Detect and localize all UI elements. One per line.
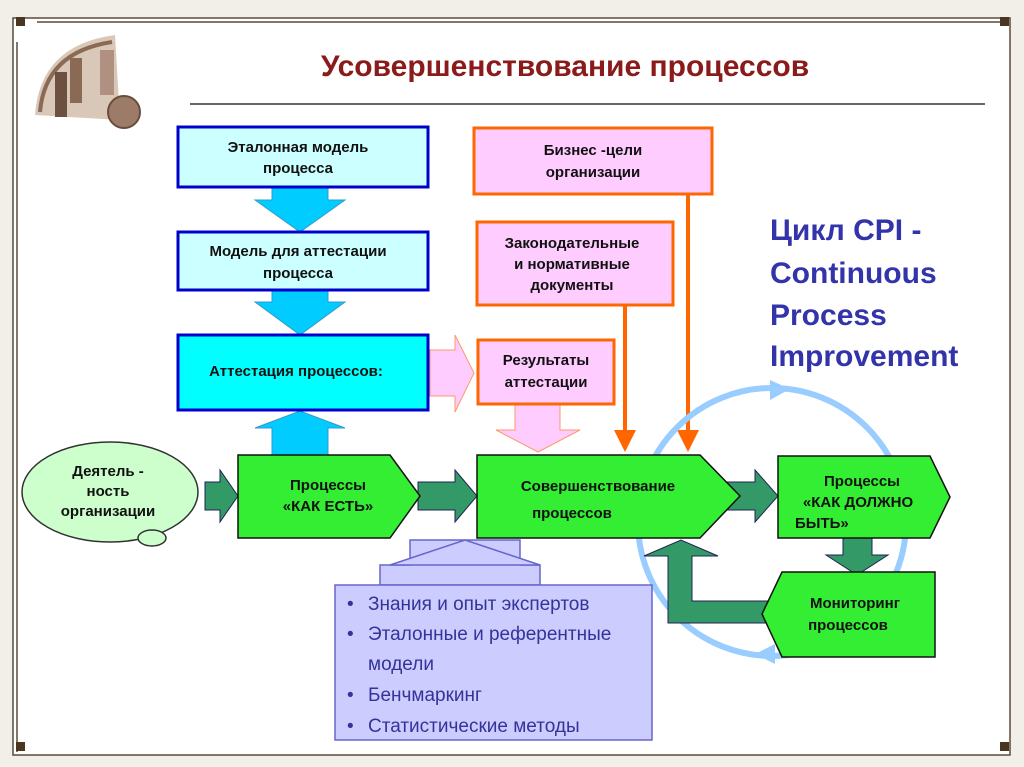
company-logo [35, 35, 141, 129]
svg-text:•: • [347, 594, 354, 615]
svg-text:Continuous: Continuous [770, 257, 937, 290]
cpi-caption: Цикл CPI - Continuous Process Improvemen… [770, 214, 958, 373]
svg-text:«КАК ЕСТЬ»: «КАК ЕСТЬ» [283, 498, 373, 515]
svg-text:•: • [347, 716, 354, 737]
as-is-processes-box: Процессы «КАК ЕСТЬ» [237, 454, 421, 539]
page-title: Усовершенствование процессов [321, 50, 809, 83]
organization-activity-cloud: Деятель - ность организации [21, 441, 199, 547]
svg-text:Деятель -: Деятель - [72, 463, 144, 480]
svg-text:Improvement: Improvement [770, 340, 958, 373]
monitoring-box: Мониторинг процессов [761, 571, 936, 658]
assessment-box: Аттестация процессов: [176, 333, 430, 412]
svg-text:Аттестация процессов:: Аттестация процессов: [209, 363, 383, 380]
orange-arrows [614, 194, 699, 452]
svg-text:БЫТЬ»: БЫТЬ» [795, 515, 849, 532]
svg-text:процессов: процессов [808, 617, 888, 634]
return-arrow-icon [643, 539, 776, 624]
arrow-down-icon [495, 404, 581, 453]
to-be-processes-box: Процессы «КАК ДОЛЖНО БЫТЬ» [777, 455, 951, 539]
svg-text:документы: документы [531, 277, 614, 294]
business-goals-box: Бизнес -цели организации [472, 126, 714, 196]
regulations-box: Законодательные и нормативные документы [475, 220, 675, 307]
svg-text:процессов: процессов [532, 505, 612, 522]
svg-text:процесса: процесса [263, 265, 334, 282]
inputs-list-box: • Знания и опыт экспертов • Эталонные и ре… [334, 584, 653, 741]
svg-text:и нормативные: и нормативные [514, 256, 630, 273]
arrow-down-icon [824, 537, 890, 576]
corner-square [1000, 17, 1009, 26]
svg-text:Модель для аттестации: Модель для аттестации [209, 243, 386, 260]
improvement-box: Совершенствование процессов [476, 454, 742, 539]
list-item: Знания и опыт экспертов [368, 594, 589, 615]
svg-text:Результаты: Результаты [503, 352, 589, 369]
svg-text:процесса: процесса [263, 160, 334, 177]
svg-text:«КАК ДОЛЖНО: «КАК ДОЛЖНО [803, 494, 914, 511]
svg-text:Мониторинг: Мониторинг [810, 595, 900, 612]
corner-square [16, 17, 25, 26]
assessment-model-box: Модель для аттестации процесса [176, 230, 430, 292]
frame-line [16, 21, 1006, 752]
reference-model-box: Эталонная модель процесса [176, 125, 430, 189]
arrow-right-icon [204, 468, 239, 524]
arrow-down-icon [253, 187, 347, 233]
svg-text:организации: организации [61, 503, 155, 520]
svg-text:Process: Process [770, 299, 887, 332]
arrow-head-icon [389, 539, 541, 566]
svg-text:организации: организации [546, 164, 640, 181]
svg-text:Законодательные: Законодательные [505, 235, 640, 252]
corner-square [16, 742, 25, 751]
list-item: Бенчмаркинг [368, 685, 482, 706]
svg-text:Эталонная модель: Эталонная модель [228, 139, 369, 156]
arrow-down-icon [253, 289, 347, 336]
arrow-right-icon [417, 468, 478, 524]
arrow-up-icon [254, 410, 346, 456]
svg-text:•: • [347, 685, 354, 706]
list-item: Эталонные и референтные [368, 624, 611, 645]
svg-text:ность: ность [87, 483, 130, 500]
list-item: модели [368, 654, 434, 675]
assessment-results-box: Результаты аттестации [476, 338, 616, 406]
list-item: Статистические методы [368, 716, 580, 737]
corner-square [1000, 742, 1009, 751]
arrow-right-icon [429, 334, 475, 413]
svg-text:Процессы: Процессы [824, 473, 900, 490]
svg-text:Цикл CPI -: Цикл CPI - [770, 214, 921, 247]
svg-text:Процессы: Процессы [290, 477, 366, 494]
svg-text:аттестации: аттестации [505, 374, 588, 391]
svg-text:•: • [347, 624, 354, 645]
svg-text:Совершенствование: Совершенствование [521, 478, 675, 495]
svg-text:Бизнес -цели: Бизнес -цели [544, 142, 642, 159]
